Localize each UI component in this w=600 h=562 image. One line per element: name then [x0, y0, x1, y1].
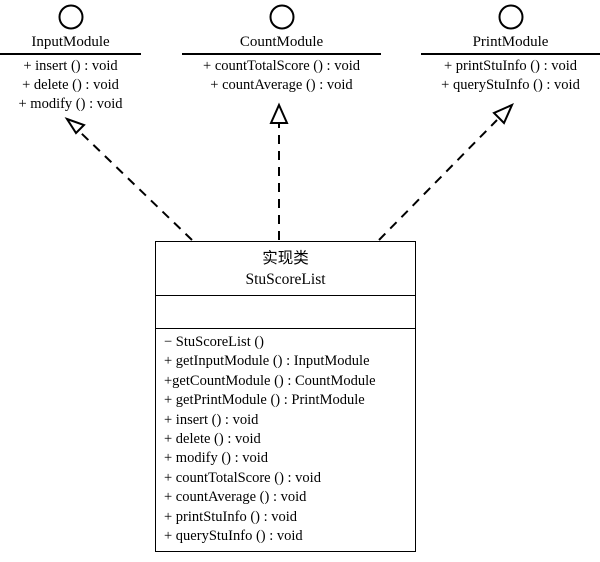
interface-name-countmodule: CountModule: [239, 34, 324, 50]
interface-name-printmodule: PrintModule: [472, 34, 549, 50]
interface-name-inputmodule: InputModule: [31, 34, 110, 50]
class-operation: − StuScoreList (): [164, 334, 264, 350]
class-attributes-compartment: [156, 296, 415, 329]
interface-operation: + delete () : void: [22, 77, 119, 93]
class-operations-compartment: − StuScoreList () + getInputModule () : …: [156, 329, 415, 551]
class-operation: +getCountModule () : CountModule: [164, 372, 376, 389]
class-operation: + insert () : void: [164, 411, 259, 428]
interface-operation: + insert () : void: [23, 58, 118, 74]
class-operation: + countTotalScore () : void: [164, 469, 321, 486]
class-operation: + delete () : void: [164, 431, 261, 448]
realization-arrow-countmodule: [269, 102, 289, 240]
implementation-class-box: 实现类 StuScoreList − StuScoreList () + get…: [155, 241, 416, 552]
hollow-triangle-arrowhead: [269, 102, 289, 124]
class-operation: + getInputModule () : InputModule: [164, 353, 370, 370]
class-operation: + queryStuInfo () : void: [164, 528, 303, 545]
hollow-triangle-arrowhead: [492, 103, 514, 125]
interface-operation: + queryStuInfo () : void: [441, 77, 580, 93]
interface-operation: + countTotalScore () : void: [203, 58, 360, 74]
interface-separator-line: [182, 53, 381, 55]
interface-separator-line: [421, 53, 600, 55]
realization-arrow-printmodule: [378, 103, 514, 241]
interface-lollipop-circle-icon: [58, 4, 83, 30]
interface-inputmodule: InputModule + insert () : void + delete …: [0, 2, 141, 114]
interface-operation: + printStuInfo () : void: [443, 58, 578, 74]
interface-countmodule: CountModule + countTotalScore () : void …: [182, 2, 381, 95]
class-header: 实现类 StuScoreList: [156, 242, 415, 296]
class-operation: + printStuInfo () : void: [164, 508, 298, 525]
class-operation: + countAverage () : void: [164, 489, 307, 506]
interface-operation: + countAverage () : void: [210, 77, 353, 93]
interface-lollipop-circle-icon: [498, 4, 523, 30]
interface-printmodule: PrintModule + printStuInfo () : void + q…: [421, 2, 600, 95]
class-stereotype: 实现类: [262, 249, 309, 267]
interface-lollipop-circle-icon: [269, 4, 294, 30]
class-name: StuScoreList: [245, 271, 326, 288]
interface-operation: + modify () : void: [18, 96, 123, 112]
class-operation: + modify () : void: [164, 450, 269, 467]
realization-arrow-inputmodule: [64, 117, 193, 241]
hollow-triangle-arrowhead: [64, 117, 86, 135]
class-operation: + getPrintModule () : PrintModule: [164, 392, 365, 409]
interface-separator-line: [0, 53, 141, 55]
